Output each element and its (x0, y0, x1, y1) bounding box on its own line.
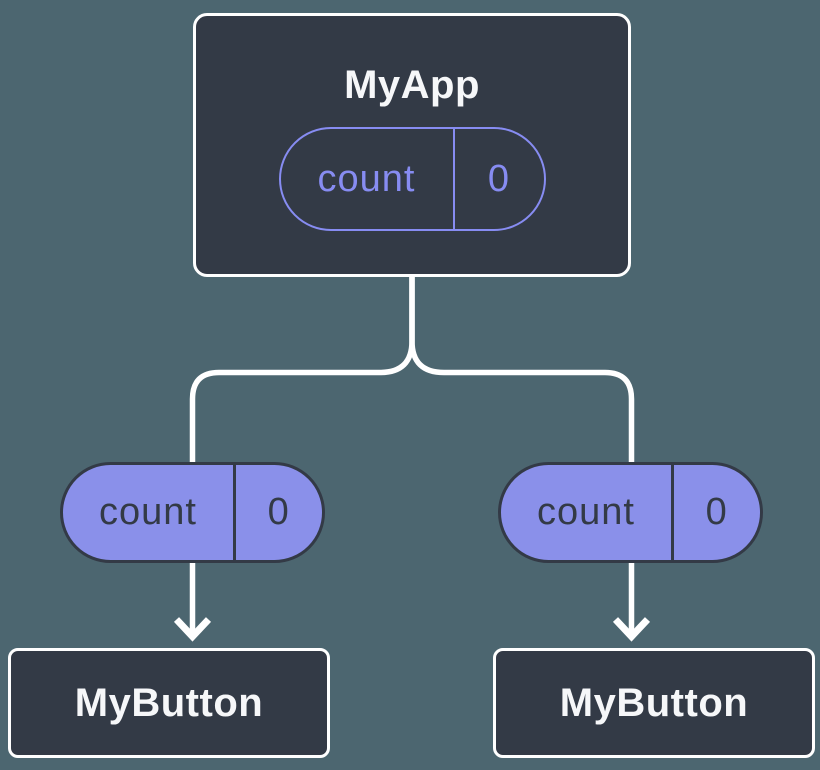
component-node-myapp: MyApp count 0 (193, 13, 631, 277)
prop-pill-left: count 0 (60, 462, 325, 563)
component-title-myapp: MyApp (344, 63, 480, 107)
prop-pill-left-name: count (99, 491, 197, 533)
connector-left-branch (189, 272, 415, 632)
state-pill-name: count (317, 157, 416, 200)
prop-pill-right: count 0 (498, 462, 763, 563)
arrowhead-down-icon-right (612, 617, 651, 642)
prop-pill-right-value: 0 (705, 491, 728, 533)
arrowhead-down-icon-left (173, 617, 212, 642)
component-title-mybutton-left: MyButton (74, 681, 264, 725)
component-title-mybutton-right: MyButton (559, 681, 749, 725)
state-pill-divider (452, 129, 455, 229)
component-node-mybutton-right: MyButton (493, 648, 815, 758)
prop-pill-right-name: count (537, 491, 635, 533)
connector-right-branch (409, 272, 635, 632)
prop-pill-left-divider (233, 465, 236, 560)
prop-pill-left-value: 0 (267, 491, 290, 533)
component-node-mybutton-left: MyButton (8, 648, 330, 758)
state-pill: count 0 (278, 127, 546, 231)
prop-pill-right-divider (671, 465, 674, 560)
state-pill-value: 0 (487, 157, 511, 200)
